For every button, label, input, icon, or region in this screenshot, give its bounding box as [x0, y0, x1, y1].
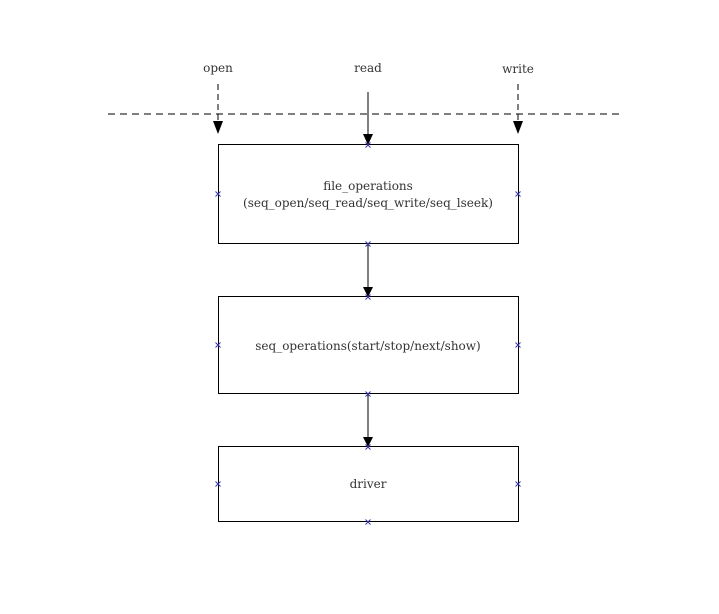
connection-points	[215, 142, 521, 525]
read-arrowhead	[363, 134, 373, 145]
open-arrowhead	[213, 121, 223, 134]
file-operations-title: file_operations	[323, 179, 413, 193]
connection-point-marker	[365, 241, 371, 247]
file-operations-box[interactable]	[218, 144, 519, 244]
arrowhead-file-to-seq	[363, 287, 373, 297]
connection-point-marker	[365, 391, 371, 397]
seq-operations-title: seq_operations(start/stop/next/show)	[255, 339, 481, 353]
file-operations-subtitle: (seq_open/seq_read/seq_write/seq_lseek)	[243, 196, 493, 210]
write-arrowhead	[513, 121, 523, 134]
write-label: write	[502, 62, 534, 76]
connection-point-marker	[365, 142, 371, 148]
connection-point-marker	[365, 294, 371, 300]
read-label: read	[354, 61, 382, 75]
connection-point-marker	[515, 481, 521, 487]
open-label: open	[203, 61, 233, 75]
connection-point-marker	[515, 191, 521, 197]
connection-point-marker	[215, 191, 221, 197]
connection-point-marker	[365, 519, 371, 525]
driver-title: driver	[350, 477, 387, 491]
connection-point-marker	[365, 444, 371, 450]
connection-point-marker	[515, 342, 521, 348]
connection-point-marker	[215, 342, 221, 348]
arrowhead-seq-to-driver	[363, 437, 373, 447]
connection-point-marker	[215, 481, 221, 487]
seq-operations-box[interactable]	[218, 296, 519, 394]
